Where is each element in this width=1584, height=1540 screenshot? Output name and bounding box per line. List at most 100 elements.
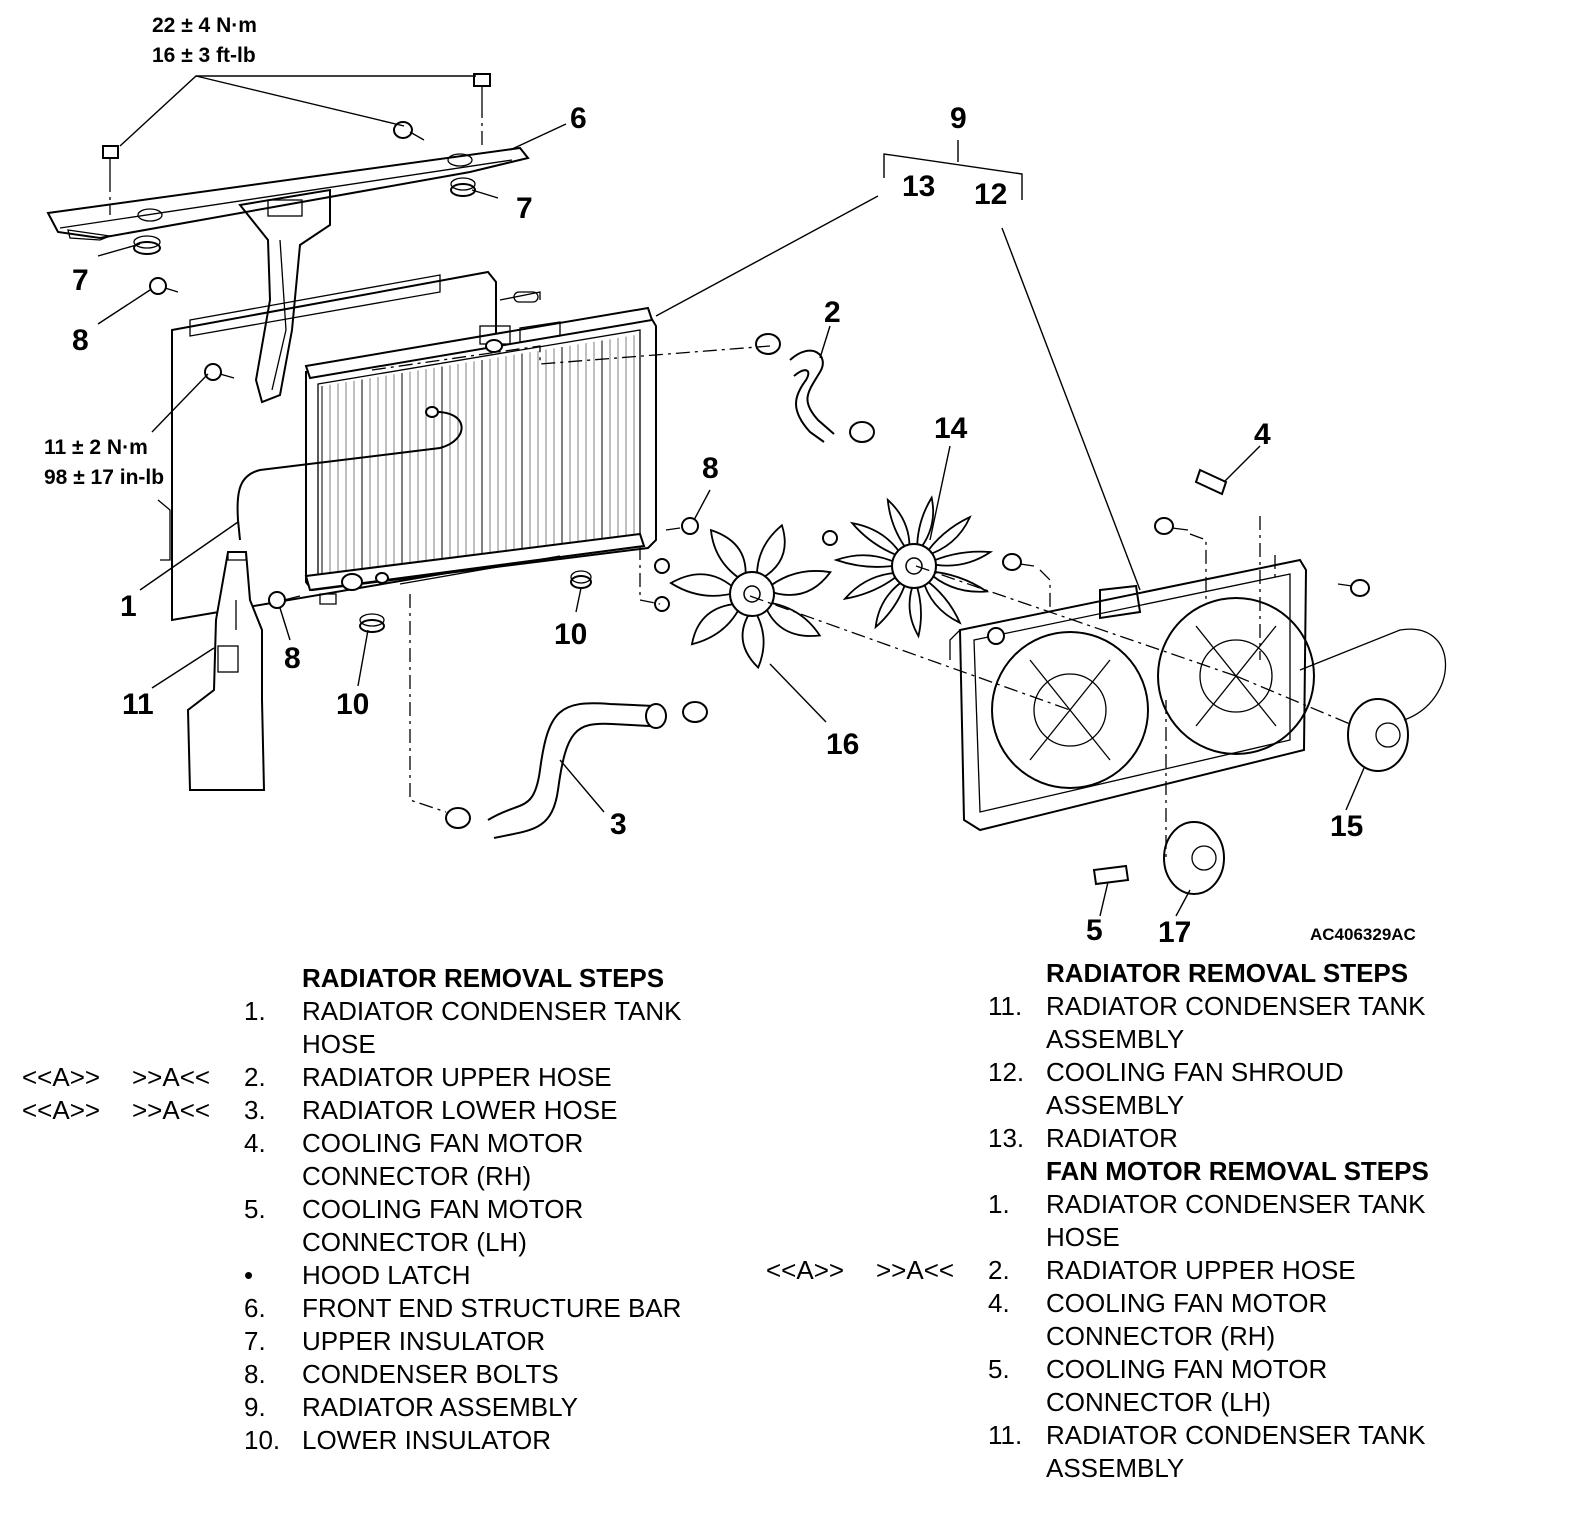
fan-blade	[849, 521, 905, 560]
fan-hub	[891, 543, 937, 589]
step-number: 11.	[988, 991, 1023, 1021]
step-text: COOLING FAN MOTOR	[1046, 1354, 1328, 1384]
torque-mid-imperial: 98 ± 17 in-lb	[44, 466, 164, 489]
step-text: HOSE	[1046, 1222, 1120, 1252]
step-row: 11.RADIATOR CONDENSER TANK	[760, 990, 1584, 1023]
step-row: 5.COOLING FAN MOTOR	[0, 1193, 760, 1226]
callout-8-center: 8	[702, 452, 719, 485]
step-text: RADIATOR UPPER HOSE	[1046, 1255, 1356, 1285]
step-text: CONNECTOR (LH)	[302, 1227, 527, 1257]
condenser-bolts	[268, 517, 699, 609]
fan-blade	[924, 550, 994, 567]
disassembly-ref: <<A>>	[22, 1095, 101, 1125]
step-number: 5.	[988, 1354, 1010, 1384]
step-number: 13.	[988, 1123, 1025, 1153]
step-text: RADIATOR UPPER HOSE	[302, 1062, 612, 1092]
step-number: 12.	[988, 1057, 1025, 1087]
step-row: CONNECTOR (LH)	[0, 1226, 760, 1259]
radiator-removal-heading: RADIATOR REMOVAL STEPS	[302, 963, 665, 993]
step-row: 8. CONDENSER BOLTS	[0, 1358, 760, 1391]
fan-blade	[763, 570, 832, 596]
connectors	[1092, 468, 1228, 886]
cooling-fan-16	[669, 523, 832, 670]
step-row: 1. RADIATOR CONDENSER TANK	[0, 995, 760, 1028]
radiator-upper-hose	[755, 333, 875, 443]
step-number: 10.	[244, 1425, 281, 1455]
step-text: ASSEMBLY	[1046, 1024, 1185, 1054]
step-number: 2.	[244, 1062, 266, 1092]
step-row: <<A>>>>A<<2.RADIATOR UPPER HOSE	[760, 1254, 1584, 1287]
step-number: 4.	[988, 1288, 1010, 1318]
step-row: HOSE	[760, 1221, 1584, 1254]
reservoir-tank	[186, 551, 266, 791]
callout-16: 16	[826, 728, 859, 761]
front-end-structure-bar	[46, 146, 530, 404]
fan-blade	[756, 523, 786, 583]
step-text: CONDENSER BOLTS	[302, 1359, 559, 1389]
step-number: 1.	[244, 996, 266, 1026]
fan-blade	[920, 575, 962, 625]
condenser-tank-hose	[236, 406, 463, 541]
step-row: 7.UPPER INSULATOR	[0, 1325, 760, 1358]
radiator-removal-heading: RADIATOR REMOVAL STEPS	[1046, 958, 1409, 988]
callout-11: 11	[122, 688, 154, 721]
callout-12: 12	[974, 178, 1007, 211]
step-text: RADIATOR	[1046, 1123, 1178, 1153]
leader-lines	[97, 75, 1365, 917]
callout-17: 17	[1158, 916, 1191, 949]
step-row: 10.LOWER INSULATOR	[0, 1424, 760, 1457]
reassembly-ref: >>A<<	[876, 1255, 955, 1285]
step-text: ASSEMBLY	[1046, 1090, 1185, 1120]
step-row: CONNECTOR (RH)	[760, 1320, 1584, 1353]
radiator	[304, 306, 657, 605]
torque-mid-metric: 11 ± 2 N·m	[44, 436, 148, 459]
callout-15: 15	[1330, 810, 1363, 843]
fan-blade	[874, 576, 909, 630]
step-text: CONNECTOR (LH)	[1046, 1387, 1271, 1417]
callout-1: 1	[120, 590, 137, 623]
torque-top-imperial: 16 ± 3 ft-lb	[152, 44, 256, 67]
step-text: COOLING FAN SHROUD	[1046, 1057, 1344, 1087]
step-number: 1.	[988, 1189, 1010, 1219]
step-text: HOSE	[302, 1029, 376, 1059]
step-number: 8.	[244, 1359, 266, 1389]
step-number: 9.	[244, 1392, 266, 1422]
callout-10-left: 10	[336, 688, 369, 721]
fan-blade	[833, 554, 903, 568]
fan-motor-removal-heading: FAN MOTOR REMOVAL STEPS	[1046, 1156, 1429, 1186]
step-text: CONNECTOR (RH)	[302, 1161, 532, 1191]
alignment-lines	[371, 345, 1351, 860]
callout-14: 14	[934, 412, 968, 445]
callout-2: 2	[824, 296, 841, 329]
step-text: ASSEMBLY	[1046, 1453, 1185, 1483]
step-number: 6.	[244, 1293, 266, 1323]
fan-blade	[886, 497, 911, 556]
fan-blade	[762, 600, 822, 637]
step-row: 12. COOLING FAN SHROUD	[760, 1056, 1584, 1089]
step-row: 4.COOLING FAN MOTOR	[760, 1287, 1584, 1320]
step-row: ASSEMBLY	[760, 1089, 1584, 1122]
list-heading-row: RADIATOR REMOVAL STEPS	[760, 957, 1584, 990]
torque-specs: 22 ± 4 N·m 16 ± 3 ft-lb 11 ± 2 N·m 98 ± …	[44, 14, 257, 489]
reassembly-ref: >>A<<	[132, 1062, 211, 1092]
fan-shroud-assembly	[949, 558, 1315, 832]
step-row: 11.RADIATOR CONDENSER TANK	[760, 1419, 1584, 1452]
fan-blade	[908, 577, 922, 639]
fan-motor-17	[1163, 821, 1225, 895]
top-bolts	[102, 73, 491, 215]
step-text: CONNECTOR (RH)	[1046, 1321, 1276, 1351]
step-text: RADIATOR LOWER HOSE	[302, 1095, 618, 1125]
step-row: CONNECTOR (RH)	[0, 1160, 760, 1193]
step-row: ASSEMBLY	[760, 1023, 1584, 1056]
reassembly-ref: >>A<<	[132, 1095, 211, 1125]
list-heading-row: RADIATOR REMOVAL STEPS	[0, 962, 760, 995]
fan-hub	[729, 571, 775, 617]
step-text: RADIATOR CONDENSER TANK	[302, 996, 682, 1026]
step-text: RADIATOR CONDENSER TANK	[1046, 1420, 1426, 1450]
step-row: 6.FRONT END STRUCTURE BAR	[0, 1292, 760, 1325]
disassembly-ref: <<A>>	[766, 1255, 845, 1285]
cooling-fan-14	[833, 495, 994, 639]
step-row: 1.RADIATOR CONDENSER TANK	[760, 1188, 1584, 1221]
callout-8-upper-left: 8	[72, 324, 89, 357]
callout-7-left: 7	[72, 264, 89, 297]
